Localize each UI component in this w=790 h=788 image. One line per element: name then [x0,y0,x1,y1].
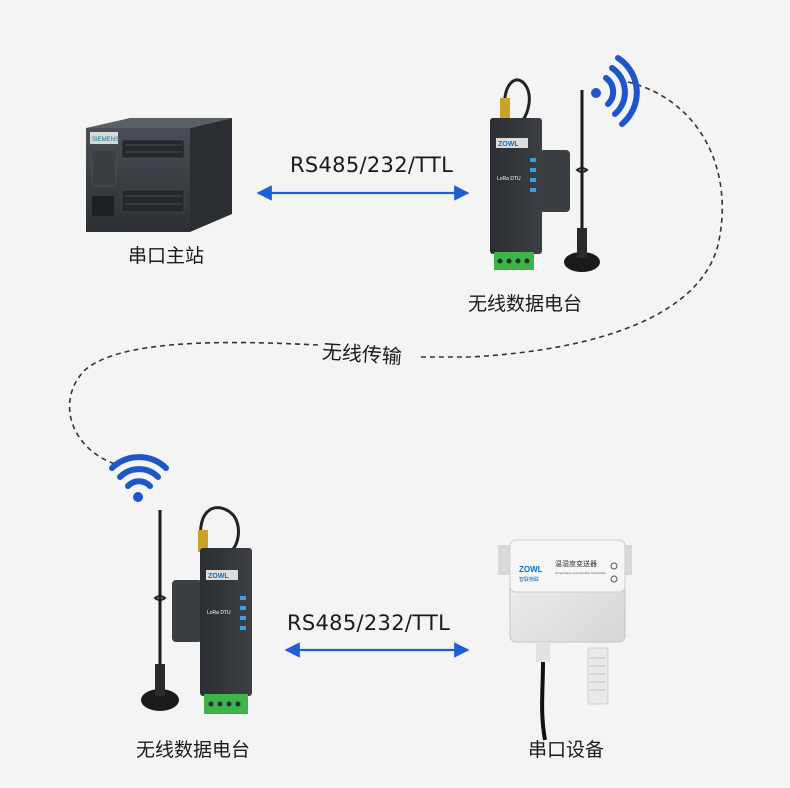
bottom-dtu-model: LoRa DTU [207,610,231,616]
serial-device-sensor-image: ZOWL 智联物联 温湿度变送器 Temperature and Humidit… [498,539,632,741]
top-protocol-label: RS485/232/TTL [290,153,454,177]
sensor-title: 温湿度变送器 [555,559,597,568]
top-radio-label: 无线数据电台 [468,293,583,315]
bottom-wireless-signal-icon [109,454,169,502]
bottom-radio-dtu-image: ZOWL LoRa DTU [141,506,252,714]
wireless-link-path-2 [68,341,319,466]
top-master-label: 串口主站 [128,245,205,267]
sensor-brand-cn: 智联物联 [519,576,539,583]
bottom-dtu-brand: ZOWL [208,573,229,580]
bottom-radio-label: 无线数据电台 [136,739,251,761]
sensor-brand: ZOWL [519,565,543,574]
top-dtu-brand: ZOWL [498,141,519,148]
plc-brand: SIEMENS [92,137,119,143]
top-wireless-signal-icon [591,55,640,127]
wireless-transmission-label: 无线传输 [321,339,403,369]
plc-master-image: SIEMENS [86,118,232,232]
top-radio-dtu-image: ZOWL LoRa DTU [490,78,600,272]
sensor-subtitle: Temperature and Humidity Transmitter [555,571,606,575]
top-dtu-model: LoRa DTU [497,176,521,182]
bottom-protocol-label: RS485/232/TTL [287,611,451,635]
bottom-device-label: 串口设备 [528,739,605,761]
